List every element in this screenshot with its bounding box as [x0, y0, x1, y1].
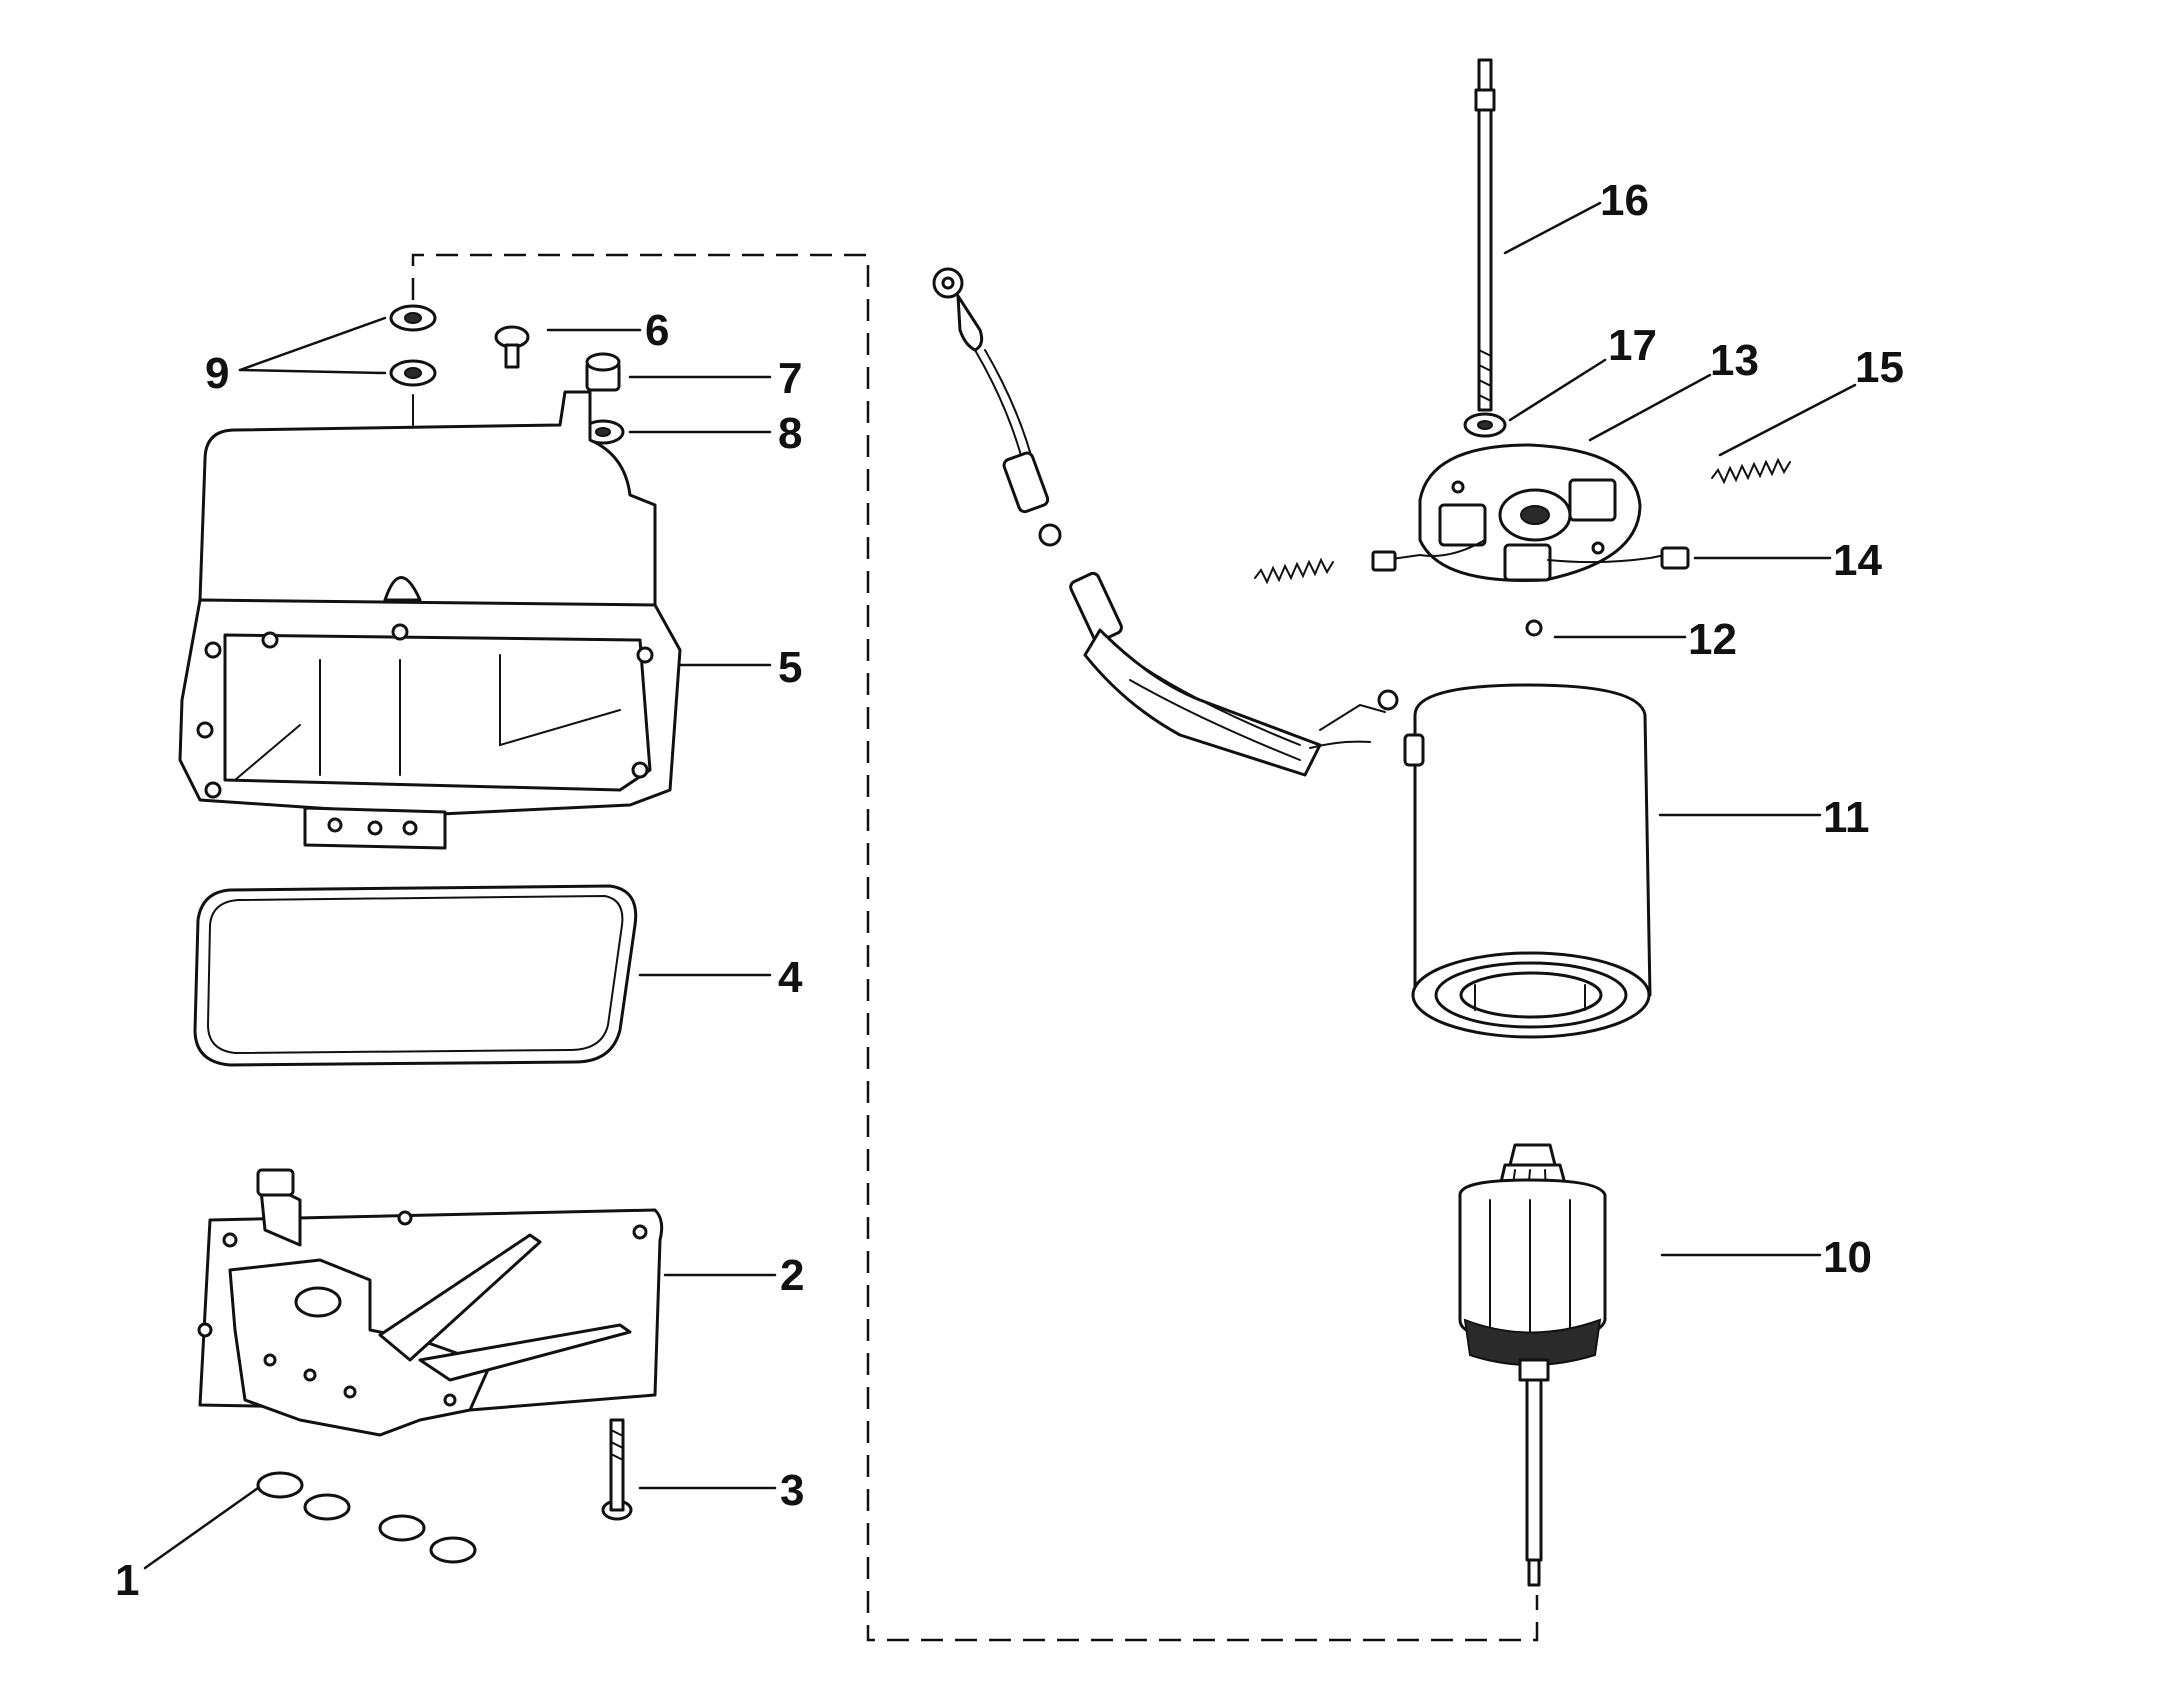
- callout-8: 8: [778, 409, 802, 458]
- callout-14: 14: [1833, 536, 1882, 585]
- callout-15: 15: [1855, 343, 1904, 392]
- washer-9-top: [389, 304, 437, 332]
- gasket-4: [193, 884, 638, 1067]
- screw-6: [494, 325, 530, 369]
- leader-lines: [143, 201, 1857, 1570]
- callout-11: 11: [1823, 793, 1870, 842]
- plug-7: [585, 352, 621, 392]
- motor-lead-wires: [932, 267, 1399, 777]
- lock-washer-17: [1463, 412, 1507, 438]
- housing-cover-5: [178, 390, 682, 850]
- base-plate-2: [197, 1168, 664, 1437]
- armature-10: [1458, 1143, 1607, 1587]
- callout-6: 6: [645, 306, 669, 355]
- callout-16: 16: [1600, 176, 1649, 225]
- assembly-dashed-line: [411, 253, 1539, 1642]
- motor-frame-11: [1403, 683, 1652, 1039]
- callout-10: 10: [1823, 1233, 1872, 1282]
- washer-9-bottom: [389, 359, 437, 387]
- callout-2: 2: [780, 1251, 804, 1300]
- bolt-3: [601, 1418, 633, 1521]
- callout-12: 12: [1688, 615, 1737, 664]
- washer-8: [581, 419, 625, 445]
- callout-5: 5: [778, 643, 802, 692]
- brush-spring-15-left: [1254, 557, 1334, 585]
- callout-17: 17: [1608, 321, 1657, 370]
- callout-4: 4: [778, 953, 803, 1002]
- through-bolt-16: [1474, 58, 1496, 412]
- callout-3: 3: [780, 1466, 804, 1515]
- ball-12: [1525, 619, 1543, 637]
- brush-plate-13: [1371, 443, 1690, 582]
- brush-spring-15-right: [1711, 457, 1791, 485]
- o-rings-1: [256, 1471, 477, 1564]
- callout-13: 13: [1710, 336, 1759, 385]
- callout-7: 7: [778, 354, 802, 403]
- callout-1: 1: [115, 1556, 139, 1605]
- callout-9: 9: [205, 349, 229, 398]
